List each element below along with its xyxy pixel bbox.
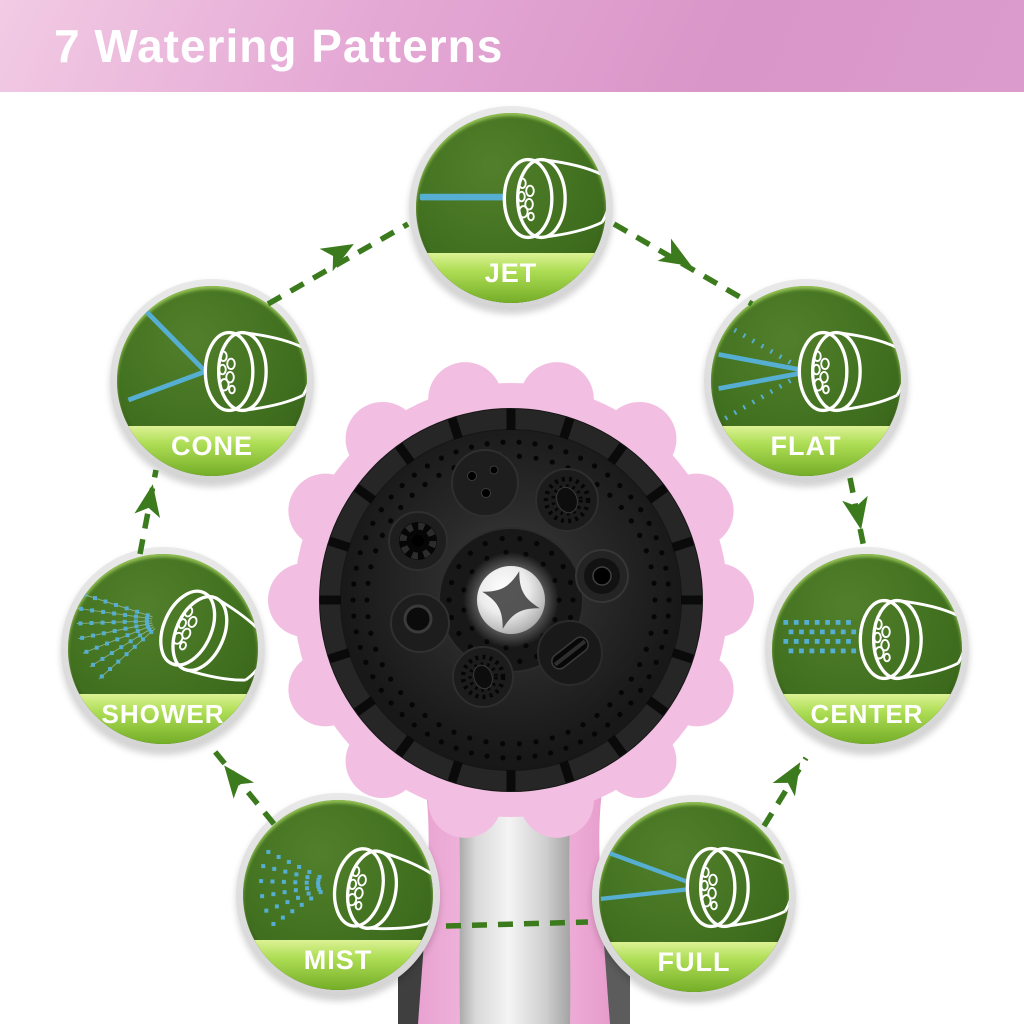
label-band: [416, 252, 606, 303]
label-band: [599, 941, 789, 992]
pattern-label: CONE: [170, 431, 253, 462]
shower-spray-icon: [76, 581, 258, 699]
cone-ports: [451, 449, 519, 517]
dial-rim-ribs: [320, 409, 702, 791]
jet-spray-icon: [419, 157, 606, 240]
mist-spray-icon: [259, 843, 433, 942]
pattern-label: JET: [484, 258, 538, 289]
arrowhead-icon: [224, 765, 255, 799]
label-band: [117, 425, 307, 476]
full-port: [390, 593, 450, 653]
pattern-label: FULL: [657, 947, 731, 978]
pattern-badge-cone: CONE: [110, 279, 314, 483]
label-band: [68, 693, 258, 744]
pattern-badge-flat: FLAT: [704, 279, 908, 483]
pattern-badge-shower: SHOWER: [61, 547, 265, 751]
label-band: [243, 939, 433, 990]
pattern-label: FLAT: [770, 431, 842, 462]
flat-slot-port: [537, 620, 603, 686]
arrowhead-icon: [842, 495, 868, 530]
arrow-flat-to-center: [847, 477, 867, 549]
label-band: [772, 693, 962, 744]
pattern-badge-center: CENTER: [765, 547, 969, 751]
pattern-badge-mist: MIST: [236, 793, 440, 997]
pattern-label: MIST: [303, 945, 373, 976]
phillips-screw-icon: [482, 571, 540, 629]
full-spray-icon: [600, 846, 789, 929]
arrowhead-icon: [319, 244, 354, 272]
jet-port: [575, 549, 629, 603]
cone-spray-icon: [127, 307, 307, 413]
page-title: 7 Watering Patterns: [54, 20, 504, 72]
pattern-badge-jet: JET: [409, 106, 613, 310]
flat-spray-icon: [718, 321, 901, 422]
spray-nozzle-dial-illustration: [268, 362, 754, 838]
mist-ports: [535, 468, 599, 532]
header-banner: 7 Watering Patterns: [0, 0, 1024, 92]
arrow-shower-to-cone: [137, 469, 159, 555]
arrowhead-icon: [134, 484, 161, 519]
arrowhead-icon: [657, 238, 692, 267]
pattern-badge-full: FULL: [592, 795, 796, 999]
shower-ports: [452, 646, 514, 708]
label-band: [711, 425, 901, 476]
arrowhead-icon: [772, 762, 801, 797]
pattern-label: CENTER: [810, 699, 924, 730]
spline-port: [388, 511, 448, 571]
pattern-label: SHOWER: [101, 699, 225, 730]
center-spray-icon: [783, 598, 962, 681]
